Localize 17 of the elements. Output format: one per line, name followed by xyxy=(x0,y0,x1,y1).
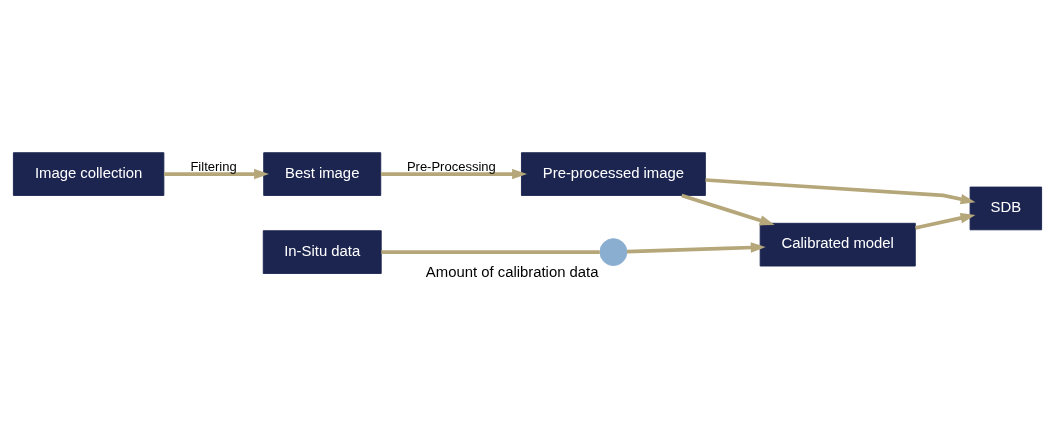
edge-label: Pre-Processing xyxy=(406,158,496,174)
node-circle xyxy=(599,238,628,267)
node-box: Pre-processed image xyxy=(521,152,706,196)
arrow xyxy=(705,178,976,205)
node-box: Calibrated model xyxy=(759,222,916,267)
arrow xyxy=(626,242,766,254)
node-box: In-Situ data xyxy=(262,230,382,274)
arrow xyxy=(381,168,528,180)
connector xyxy=(381,250,600,254)
node-box: Image collection xyxy=(12,152,165,196)
node-box: SDB xyxy=(969,186,1043,231)
arrow xyxy=(681,193,775,226)
node-label: Amount of calibration data xyxy=(425,264,599,281)
arrow xyxy=(915,212,976,230)
edge-label: Filtering xyxy=(190,158,237,174)
arrow xyxy=(164,168,269,180)
node-box: Best image xyxy=(263,152,382,196)
